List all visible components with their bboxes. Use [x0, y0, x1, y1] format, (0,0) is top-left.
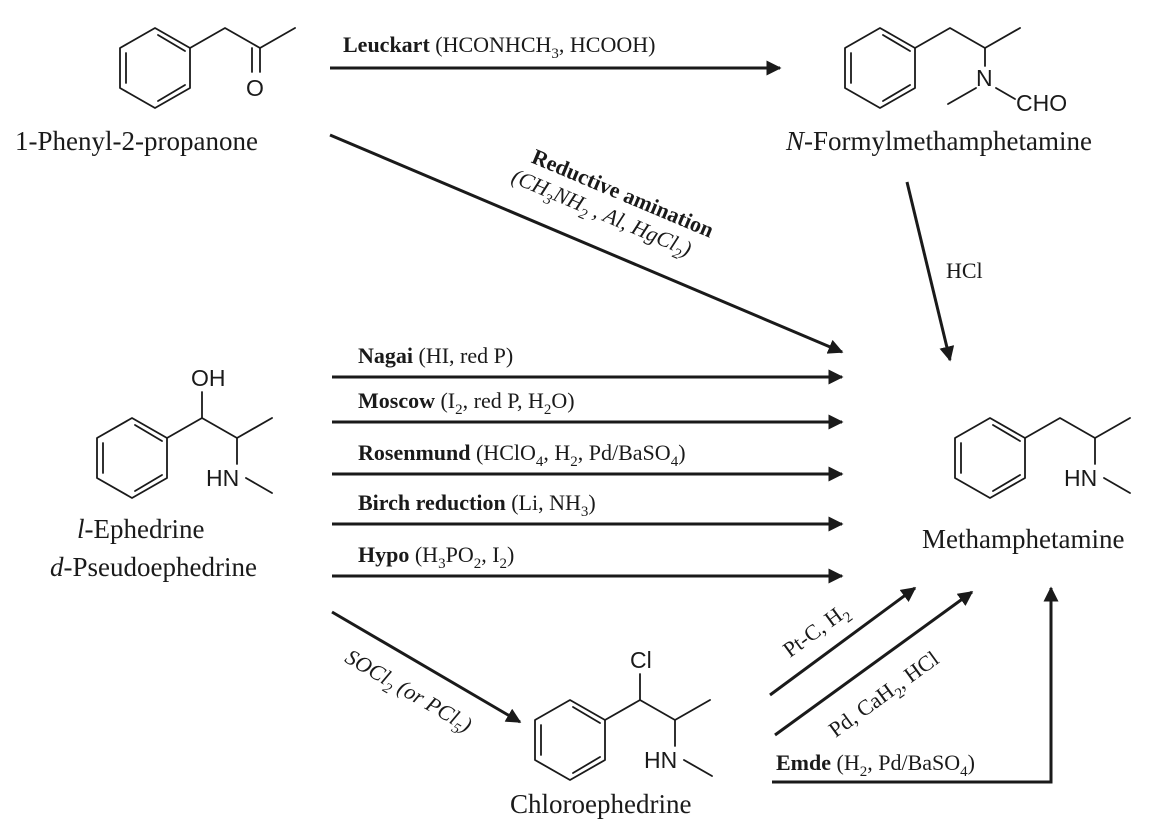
structure-chloroephedrine: Cl HN	[534, 647, 713, 781]
label-hcl: HCl	[946, 258, 983, 283]
label-socl2: SOCl2 (or PCl5)	[339, 644, 477, 742]
benzene-ring	[534, 699, 606, 781]
label-emde: Emde (H2, Pd/BaSO4)	[776, 750, 975, 780]
arrow-hcl	[905, 181, 955, 362]
label-hypo: Hypo (H3PO2, I2)	[358, 542, 514, 572]
label-birch: Birch reduction (Li, NH3)	[358, 490, 596, 520]
structure-formylmethamphetamine: N CHO	[844, 27, 1067, 116]
chlorine-atom: Cl	[630, 647, 652, 673]
label-pd-cah2: Pd, CaH2, HCl	[824, 646, 947, 747]
arrow-socl2	[331, 610, 522, 724]
benzene-ring	[844, 27, 916, 109]
label-formylmethamphetamine: N-Formylmethamphetamine	[785, 126, 1092, 156]
cho-group: CHO	[1016, 90, 1067, 116]
nitrogen-atom: N	[976, 65, 993, 91]
structure-methamphetamine: HN	[954, 417, 1131, 499]
label-ptc: Pt-C, H2	[778, 598, 856, 667]
amine-group: HN	[206, 465, 239, 491]
hydroxyl-group: OH	[191, 365, 226, 391]
label-methamphetamine: Methamphetamine	[922, 524, 1124, 554]
arrow-reductive-amination	[329, 133, 844, 354]
arrow-pd-cah2	[774, 590, 974, 737]
benzene-ring	[96, 417, 168, 499]
benzene-ring	[119, 27, 191, 109]
benzene-ring	[954, 417, 1026, 499]
label-nagai: Nagai (HI, red P)	[358, 343, 513, 368]
amine-group: HN	[1064, 465, 1097, 491]
label-chloroephedrine: Chloroephedrine	[510, 789, 691, 819]
label-rosenmund: Rosenmund (HClO4, H2, Pd/BaSO4)	[358, 440, 686, 470]
oxygen-atom: O	[246, 75, 264, 101]
label-ephedrine: l-Ephedrine	[77, 514, 204, 544]
structure-phenyl-propanone: O	[119, 27, 296, 109]
label-phenyl-propanone: 1-Phenyl-2-propanone	[15, 126, 258, 156]
arrow-ptc	[769, 586, 917, 697]
label-reductive-amination: Reductive amination (CH3NH2 , Al, HgCl2)	[508, 144, 717, 264]
amine-group: HN	[644, 747, 677, 773]
label-leuckart: Leuckart (HCONHCH3, HCOOH)	[343, 32, 655, 62]
label-pseudoephedrine: d-Pseudoephedrine	[50, 552, 257, 582]
label-moscow: Moscow (I2, red P, H2O)	[358, 388, 575, 418]
arrow-emde	[772, 586, 1059, 784]
structure-ephedrine: OH HN	[96, 365, 273, 499]
